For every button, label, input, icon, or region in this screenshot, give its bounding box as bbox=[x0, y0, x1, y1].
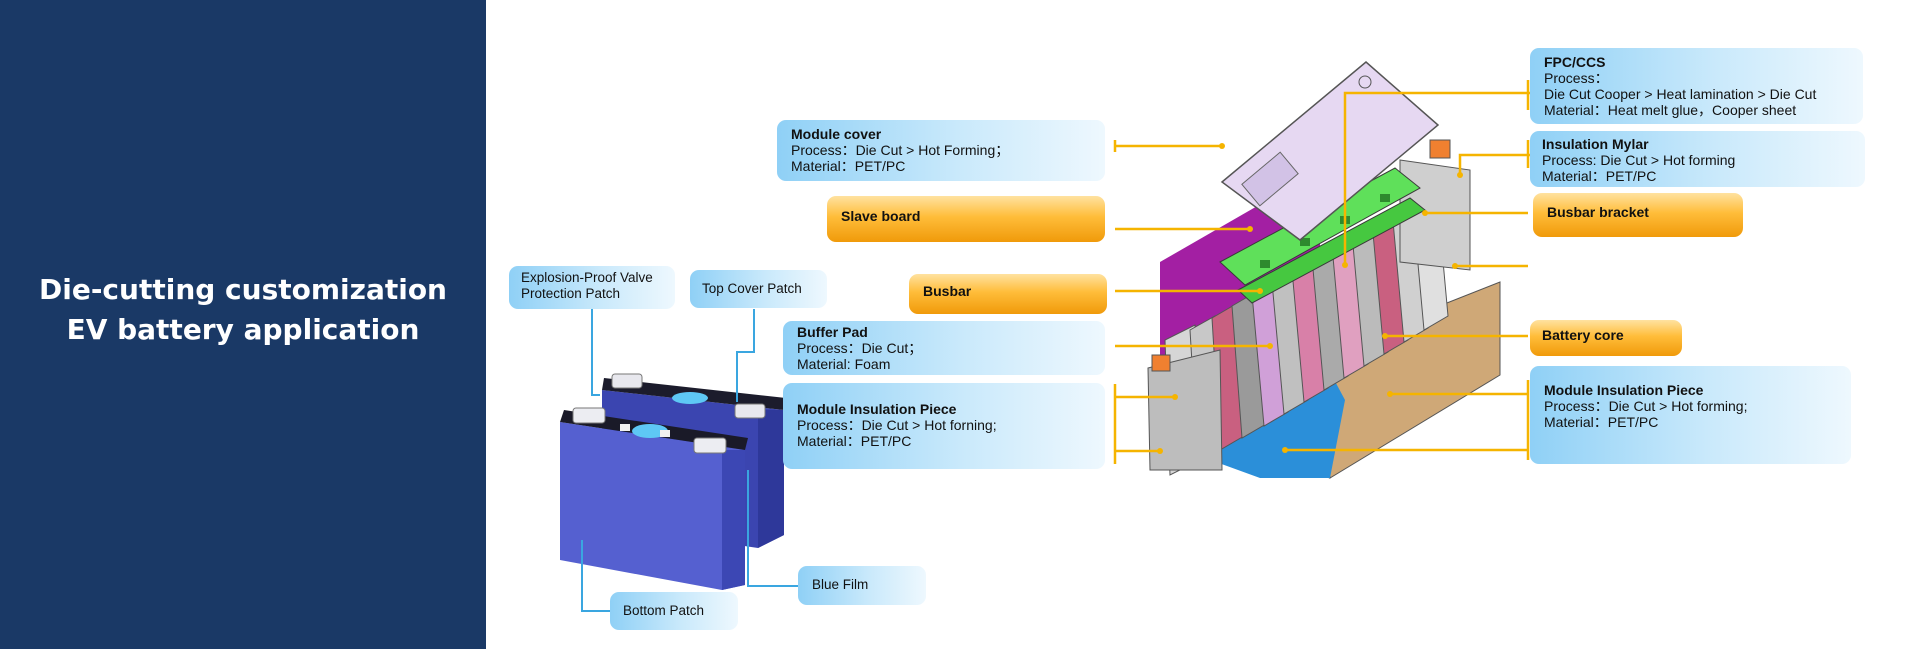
fpc-ccs-line bbox=[1343, 91, 1530, 265]
fpc-ccs-label: FPC/CCS Process： Die Cut Cooper > Heat l… bbox=[1530, 48, 1863, 124]
battery-core-label: Battery core bbox=[1530, 320, 1682, 356]
insulation-mylar-label: Insulation Mylar Process: Die Cut > Hot … bbox=[1530, 131, 1865, 187]
slave-board-label-text: Slave board bbox=[841, 208, 921, 224]
fpc-ccs-title: FPC/CCS bbox=[1544, 54, 1606, 70]
insulation-mylar-line bbox=[1458, 153, 1530, 175]
callout-dots bbox=[1157, 143, 1463, 454]
module-insulation-left-material: Material：PET/PC bbox=[797, 433, 912, 449]
insulation-mylar-title: Insulation Mylar bbox=[1542, 136, 1649, 152]
blue-film-label-text: Blue Film bbox=[812, 577, 869, 592]
top-cover-line bbox=[736, 309, 755, 402]
busbar-bracket-label: Busbar bracket bbox=[1533, 193, 1743, 237]
busbar-label: Busbar bbox=[909, 274, 1107, 314]
module-insulation-left-label: Module Insulation Piece Process：Die Cut … bbox=[783, 383, 1105, 469]
insulation-mylar-process: Process: Die Cut > Hot forming bbox=[1542, 152, 1736, 168]
buffer-pad-material: Material: Foam bbox=[797, 356, 891, 372]
battery-core-label-text: Battery core bbox=[1542, 327, 1624, 343]
buffer-pad-process: Process：Die Cut； bbox=[797, 340, 923, 356]
bottom-patch-label: Bottom Patch bbox=[610, 592, 738, 630]
page-title-line-2: EV battery application bbox=[66, 313, 420, 346]
buffer-pad-title: Buffer Pad bbox=[797, 324, 868, 340]
fpc-ccs-process: Process： bbox=[1544, 70, 1609, 86]
module-cover-process: Process：Die Cut > Hot Forming； bbox=[791, 142, 1010, 158]
fpc-ccs-material: Material：Heat melt glue，Cooper sheet bbox=[1544, 102, 1797, 118]
busbar-bracket-label-text: Busbar bracket bbox=[1547, 204, 1649, 220]
title-panel: Die-cutting customization EV battery app… bbox=[0, 0, 486, 649]
blue-film-label: Blue Film bbox=[798, 566, 926, 605]
page-title: Die-cutting customization EV battery app… bbox=[0, 270, 486, 350]
battery-cells-illustration bbox=[560, 373, 786, 590]
bottom-patch-line bbox=[581, 540, 612, 612]
module-cover-material: Material：PET/PC bbox=[791, 158, 906, 174]
module-cover-title: Module cover bbox=[791, 126, 882, 142]
cell-callout-lines bbox=[581, 309, 800, 612]
explosion-valve-label: Explosion-Proof Valve Protection Patch bbox=[509, 266, 675, 309]
module-insulation-left-process: Process：Die Cut > Hot forning; bbox=[797, 417, 997, 433]
module-cover-label: Module cover Process：Die Cut > Hot Formi… bbox=[777, 120, 1105, 181]
top-cover-label: Top Cover Patch bbox=[690, 270, 827, 308]
module-insulation-right-process: Process：Die Cut > Hot forming; bbox=[1544, 398, 1748, 414]
explosion-valve-line bbox=[591, 309, 600, 396]
fpc-ccs-process-steps: Die Cut Cooper > Heat lamination > Die C… bbox=[1544, 86, 1817, 102]
blue-film-line bbox=[747, 470, 800, 587]
module-insulation-right-material: Material：PET/PC bbox=[1544, 414, 1659, 430]
busbar-label-text: Busbar bbox=[923, 283, 972, 299]
module-callout-lines bbox=[1113, 80, 1530, 464]
page-title-line-1: Die-cutting customization bbox=[38, 273, 447, 306]
explosion-valve-label-line-1: Explosion-Proof Valve bbox=[521, 270, 653, 285]
module-insulation-left-title: Module Insulation Piece bbox=[797, 401, 957, 417]
slave-board-label: Slave board bbox=[827, 196, 1105, 242]
battery-module-illustration bbox=[1147, 61, 1501, 479]
explosion-valve-label-line-2: Protection Patch bbox=[521, 286, 621, 301]
insulation-mylar-material: Material：PET/PC bbox=[1542, 168, 1657, 184]
bottom-patch-label-text: Bottom Patch bbox=[623, 603, 705, 618]
module-insulation-right-title: Module Insulation Piece bbox=[1544, 382, 1704, 398]
buffer-pad-label: Buffer Pad Process：Die Cut； Material: Fo… bbox=[783, 321, 1105, 375]
module-insulation-right-label: Module Insulation Piece Process：Die Cut … bbox=[1530, 366, 1851, 464]
top-cover-label-text: Top Cover Patch bbox=[702, 281, 802, 296]
